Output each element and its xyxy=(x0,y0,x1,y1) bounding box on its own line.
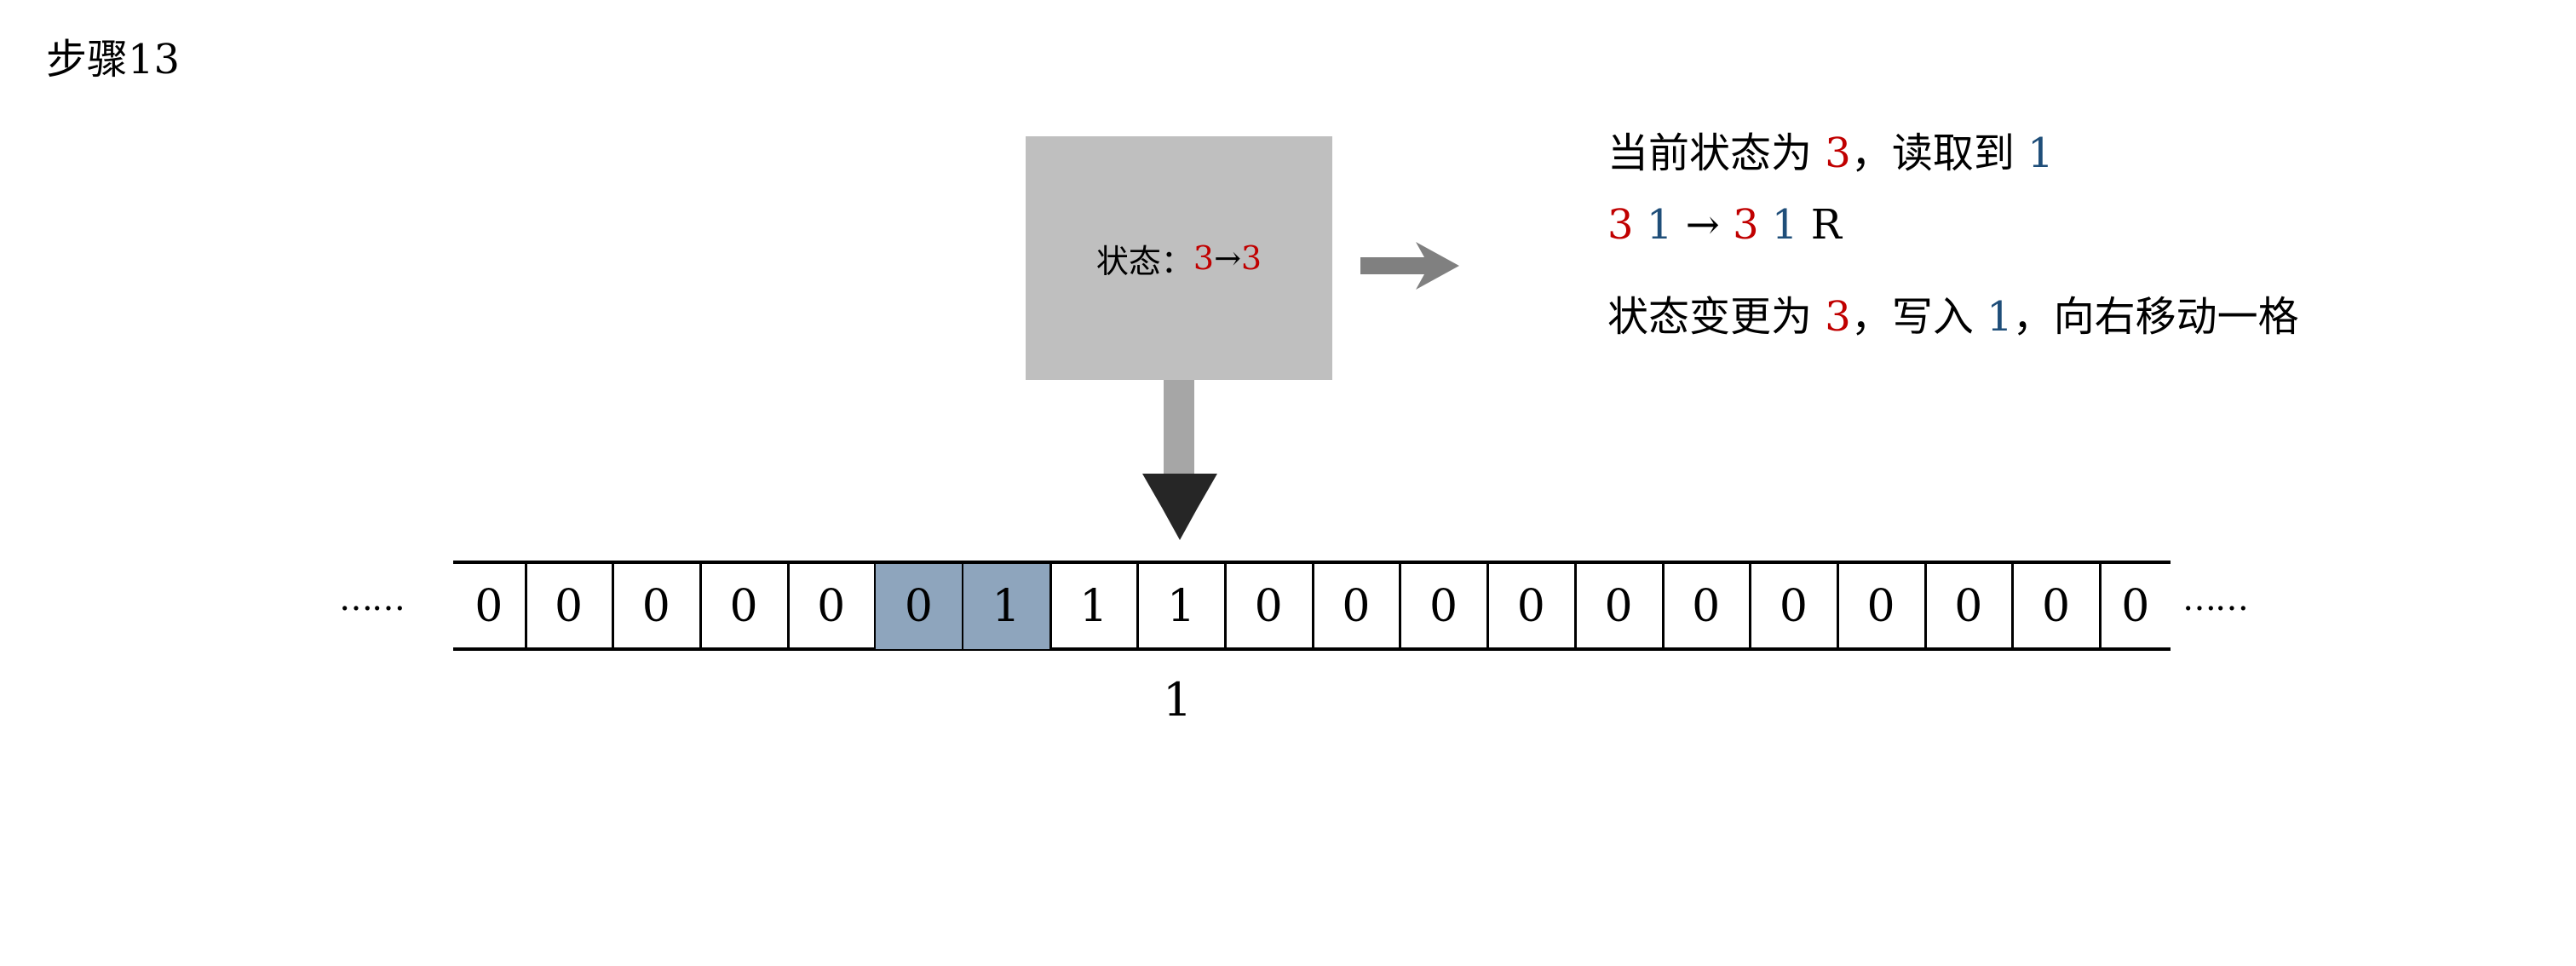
tape-left-ellipsis: …… xyxy=(339,579,405,618)
right-arrow-icon xyxy=(1360,242,1459,290)
write-symbol: 1 xyxy=(1987,293,2013,341)
tape-cell: 1 xyxy=(1138,564,1228,649)
step-title: 步骤13 xyxy=(46,36,181,83)
text: ，写入 xyxy=(1850,293,1987,341)
text: ，向右移动一格 xyxy=(2012,293,2299,341)
tape-cell: 0 xyxy=(700,564,790,649)
tape-bottom-border xyxy=(453,647,2171,651)
tape-cell: 0 xyxy=(2121,581,2150,632)
text: 当前状态为 xyxy=(1607,129,1826,177)
tape-cell: 0 xyxy=(1751,564,1839,649)
tape-cell: 0 xyxy=(1663,564,1752,649)
tape-cell: 1 xyxy=(1050,564,1140,649)
tape-cell: 0 xyxy=(1313,564,1402,649)
tape-cell: 0 xyxy=(1226,564,1314,649)
rule-write: 1 xyxy=(1771,201,1798,249)
current-state: 3 xyxy=(1825,129,1851,177)
read-symbol: 1 xyxy=(2027,129,2054,177)
tape-cell: 0 xyxy=(875,564,964,649)
state-label: 状态： xyxy=(1095,242,1193,280)
description-line-2: 3 1 → 3 1 R xyxy=(1607,201,1842,249)
rule-symbol: 1 xyxy=(1646,201,1673,249)
rule-arrow: → xyxy=(1672,201,1734,249)
to-state: 3 xyxy=(1240,239,1262,277)
tape-top-border xyxy=(453,561,2171,564)
text: 状态变更为 xyxy=(1607,293,1826,341)
tape-right-ellipsis: …… xyxy=(2182,579,2249,618)
tape-cell: 0 xyxy=(526,564,615,649)
tape-cell: 1 xyxy=(963,564,1052,649)
transition-arrow: → xyxy=(1214,239,1241,277)
tape-cell: 0 xyxy=(1400,564,1490,649)
tape-cell: 0 xyxy=(1925,564,2015,649)
text: ，读取到 xyxy=(1850,129,2028,177)
description-line-3: 状态变更为 3，写入 1，向右移动一格 xyxy=(1607,283,2299,342)
tape-cell: 0 xyxy=(453,564,527,649)
tape-cell: 0 xyxy=(2013,564,2102,649)
head-pointer-arrow-icon xyxy=(1142,380,1217,540)
description-line-1: 当前状态为 3，读取到 1 xyxy=(1607,119,2054,179)
rule-state: 3 xyxy=(1607,201,1634,249)
new-state: 3 xyxy=(1825,293,1851,341)
tape-cell: 0 xyxy=(613,564,702,649)
rule-move: R xyxy=(1810,201,1842,249)
tape-cell: 0 xyxy=(1488,564,1577,649)
read-value: 1 xyxy=(1163,673,1193,727)
rule-new-state: 3 xyxy=(1733,201,1759,249)
tape-cell: 0 xyxy=(1575,564,1665,649)
from-state: 3 xyxy=(1193,239,1215,277)
tape-cell: 0 xyxy=(1838,564,1927,649)
tape-cell: 0 xyxy=(788,564,877,649)
state-box: 状态： 3 → 3 xyxy=(1026,136,1332,380)
